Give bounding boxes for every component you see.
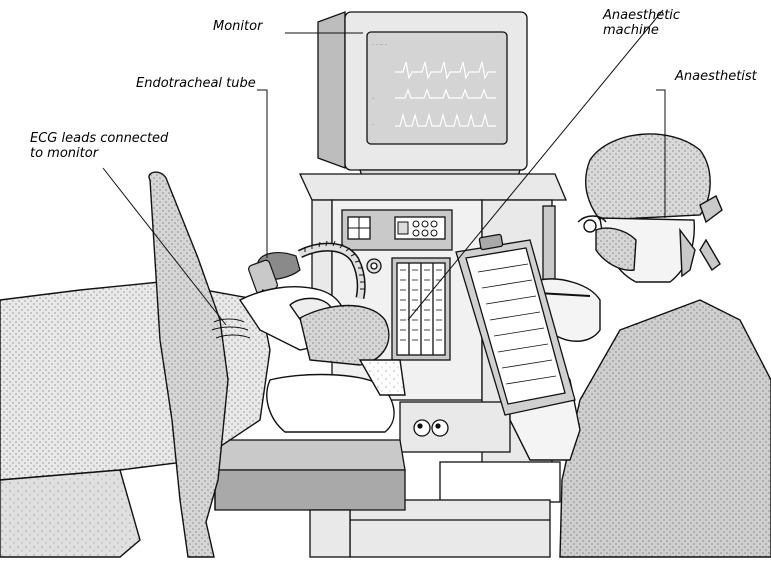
svg-text:··: ··	[372, 122, 375, 127]
monitor-label: Monitor	[213, 19, 262, 34]
endotracheal-tube-label: Endotracheal tube	[136, 76, 256, 91]
anaesthetist-label: Anaesthetist	[675, 69, 757, 84]
monitor: ·· ·· ··· ·· ·· ··	[318, 12, 527, 185]
svg-text:··: ··	[372, 96, 375, 101]
endotracheal-tube-callout-line	[257, 90, 267, 258]
anaesthetic-machine-label: Anaesthetic machine	[603, 8, 680, 38]
ecg-leads-label: ECG leads connected to monitor	[30, 131, 168, 161]
svg-text:·· ·· ··· ··: ·· ·· ··· ··	[372, 42, 387, 47]
